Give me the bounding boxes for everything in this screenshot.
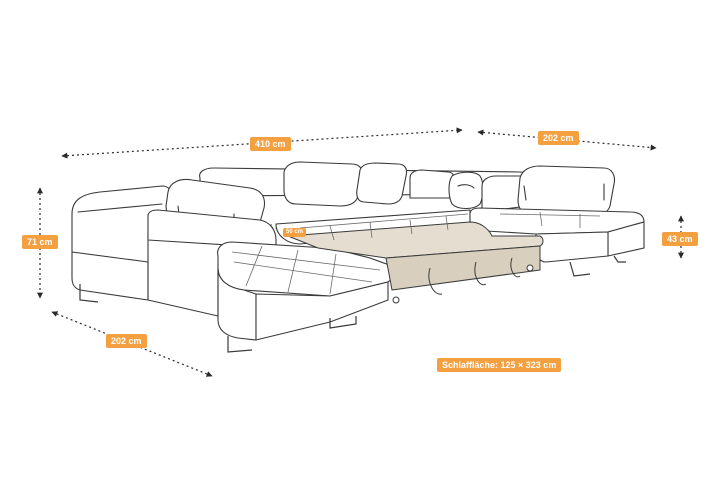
left-side-seat bbox=[147, 209, 277, 249]
sleeping-surface bbox=[287, 221, 544, 304]
height-label: 71 cm bbox=[22, 235, 58, 249]
top-width-label: 410 cm bbox=[250, 137, 291, 151]
bed-front bbox=[385, 245, 541, 291]
legs bbox=[79, 255, 626, 353]
bed-wheel-left bbox=[392, 296, 400, 304]
backrest-cushion-2 bbox=[356, 162, 408, 205]
sleeping-area-label: Schlaffläche: 125 × 323 cm bbox=[437, 358, 562, 372]
seat-depth-label: 50 cm bbox=[283, 228, 307, 237]
leg-left-back bbox=[79, 284, 99, 303]
left-back-front bbox=[71, 251, 149, 263]
bed-wheel-right bbox=[526, 264, 534, 272]
sofa-outline bbox=[71, 161, 645, 341]
backrest-cushion-1 bbox=[283, 161, 364, 207]
left-base bbox=[147, 261, 219, 317]
right-chaise-base bbox=[535, 231, 609, 263]
backrest-cushion-3 bbox=[409, 169, 456, 199]
right-depth-label: 202 cm bbox=[538, 131, 579, 145]
tufting bbox=[231, 211, 601, 295]
left-chaise-side bbox=[255, 281, 389, 341]
right-headrest-clip bbox=[523, 183, 605, 201]
seat-height-label: 43 cm bbox=[662, 232, 698, 246]
left-back bbox=[71, 185, 173, 301]
leg-right-front bbox=[613, 255, 626, 263]
decor-pillow bbox=[448, 171, 484, 210]
left-depth-label: 202 cm bbox=[106, 334, 147, 348]
leg-left-front bbox=[227, 336, 253, 353]
bed-straps bbox=[428, 257, 521, 295]
pillow-tuck bbox=[457, 184, 475, 189]
left-back-top-line bbox=[77, 203, 163, 213]
right-headrest bbox=[517, 165, 616, 217]
leg-right-mid bbox=[569, 261, 591, 277]
leg-mid bbox=[329, 316, 357, 329]
